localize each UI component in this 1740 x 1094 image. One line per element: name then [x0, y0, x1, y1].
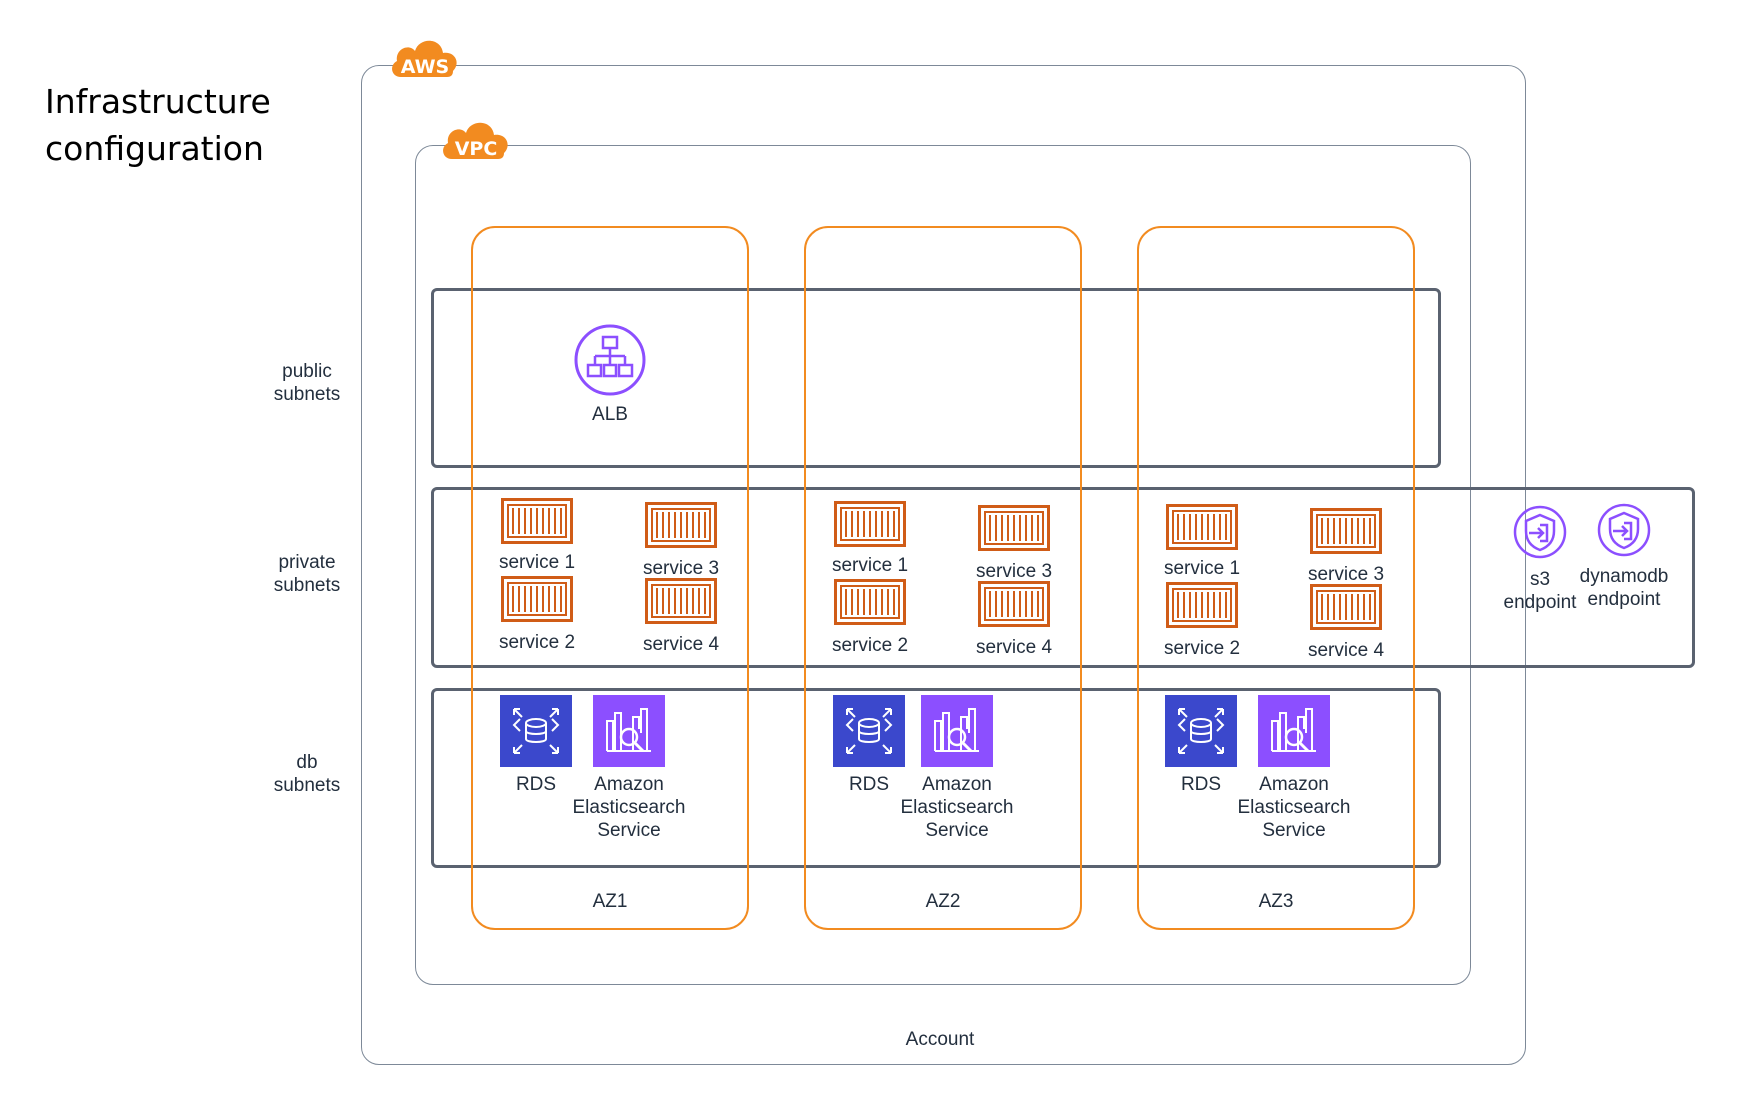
diagram-title: Infrastructure configuration [45, 78, 271, 172]
container-icon [1166, 504, 1238, 550]
rds-label: RDS [1180, 774, 1222, 795]
service-label: service 2 [498, 632, 576, 653]
az2-group [804, 226, 1082, 930]
elasticsearch-label-line: Amazon [922, 774, 992, 795]
service-label: service 1 [831, 555, 909, 576]
public-subnets-group [431, 288, 1441, 468]
endpoint-label-line: dynamodb [1579, 566, 1669, 587]
service-label: service 1 [498, 552, 576, 573]
elasticsearch-icon [921, 695, 993, 767]
private-subnets-group [431, 487, 1695, 668]
service-label: service 4 [642, 634, 720, 655]
public-subnets-label: public subnets [247, 360, 367, 406]
alb-icon [574, 324, 646, 396]
container-icon [978, 505, 1050, 551]
elasticsearch-label-line: Service [597, 820, 661, 841]
vpc-cloud-icon: VPC [443, 122, 508, 160]
container-icon [1166, 582, 1238, 628]
container-icon [645, 578, 717, 624]
container-icon [501, 576, 573, 622]
elasticsearch-label-line: Service [1262, 820, 1326, 841]
rds-icon [500, 695, 572, 767]
container-icon [834, 501, 906, 547]
s3-endpoint-icon [1513, 505, 1567, 559]
aws-cloud-icon: AWS [392, 40, 457, 78]
az1-group [471, 226, 749, 930]
elasticsearch-icon [593, 695, 665, 767]
container-icon [501, 498, 573, 544]
aws-badge-text: AWS [401, 56, 450, 78]
rds-icon [1165, 695, 1237, 767]
elasticsearch-label-line: Elasticsearch [900, 797, 1014, 818]
private-subnets-label: private subnets [247, 551, 367, 597]
container-icon [1310, 584, 1382, 630]
service-label: service 4 [975, 637, 1053, 658]
rds-label: RDS [848, 774, 890, 795]
row-label-line: db [296, 752, 318, 773]
db-subnets-label: db subnets [247, 751, 367, 797]
vpc-group [415, 145, 1471, 985]
az1-label: AZ1 [592, 891, 628, 912]
vpc-badge-text: VPC [455, 138, 498, 160]
service-label: service 3 [975, 561, 1053, 582]
elasticsearch-label-line: Elasticsearch [1237, 797, 1351, 818]
dynamodb-endpoint-icon [1597, 503, 1651, 557]
account-group [361, 65, 1526, 1065]
elasticsearch-label-line: Elasticsearch [572, 797, 686, 818]
row-label-line: subnets [273, 384, 341, 405]
container-icon [645, 502, 717, 548]
endpoint-label-line: endpoint [1587, 589, 1661, 610]
az3-label: AZ3 [1258, 891, 1294, 912]
alb-label: ALB [592, 404, 628, 425]
service-label: service 4 [1307, 640, 1385, 661]
service-label: service 2 [1163, 638, 1241, 659]
service-label: service 3 [642, 558, 720, 579]
service-label: service 3 [1307, 564, 1385, 585]
row-label-line: subnets [273, 775, 341, 796]
container-icon [1310, 508, 1382, 554]
container-icon [978, 581, 1050, 627]
az2-label: AZ2 [925, 891, 961, 912]
elasticsearch-label-line: Service [925, 820, 989, 841]
db-subnets-group [431, 688, 1441, 868]
elasticsearch-label-line: Amazon [594, 774, 664, 795]
s3-endpoint-label: s3 endpoint [1490, 568, 1590, 614]
row-label-line: public [282, 361, 332, 382]
az3-group [1137, 226, 1415, 930]
title-line-1: Infrastructure [45, 82, 271, 121]
title-line-2: configuration [45, 129, 264, 168]
rds-label: RDS [515, 774, 557, 795]
elasticsearch-icon [1258, 695, 1330, 767]
account-label: Account [905, 1029, 975, 1050]
service-label: service 2 [831, 635, 909, 656]
rds-icon [833, 695, 905, 767]
container-icon [834, 579, 906, 625]
endpoint-label-line: endpoint [1503, 592, 1577, 613]
dynamodb-endpoint-label: dynamodb endpoint [1569, 565, 1679, 611]
endpoint-label-line: s3 [1529, 569, 1551, 590]
elasticsearch-label-line: Amazon [1259, 774, 1329, 795]
service-label: service 1 [1163, 558, 1241, 579]
row-label-line: subnets [273, 575, 341, 596]
row-label-line: private [278, 552, 336, 573]
